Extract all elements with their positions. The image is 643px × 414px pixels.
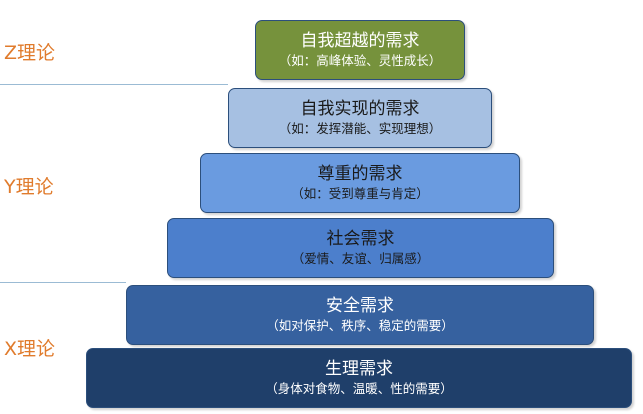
tier-esteem: 尊重的需求 （如：受到尊重与肯定）	[200, 153, 520, 213]
tier-title: 安全需求	[326, 296, 394, 316]
theory-label-y: Y理论	[4, 176, 54, 198]
divider-z-y	[0, 84, 228, 85]
tier-title: 社会需求	[326, 229, 395, 249]
tier-title: 生理需求	[325, 359, 393, 379]
tier-title: 自我实现的需求	[300, 99, 420, 119]
tier-subtitle: （如：发挥潜能、实现理想）	[278, 121, 442, 136]
tier-subtitle: （如对保护、秩序、稳定的需要）	[266, 318, 454, 333]
tier-subtitle: （如：高峰体验、灵性成长）	[278, 53, 442, 68]
tier-social: 社会需求 （爱情、友谊、归属感）	[167, 218, 554, 278]
tier-subtitle: （身体对食物、温暖、性的需要）	[265, 381, 453, 396]
tier-title: 自我超越的需求	[300, 31, 420, 51]
tier-self-transcendence: 自我超越的需求 （如：高峰体验、灵性成长）	[255, 20, 465, 80]
tier-physiological: 生理需求 （身体对食物、温暖、性的需要）	[86, 348, 632, 408]
tier-title: 尊重的需求	[317, 164, 403, 184]
theory-label-z: Z理论	[4, 42, 56, 64]
theory-label-x: X理论	[4, 338, 56, 360]
tier-subtitle: （爱情、友谊、归属感）	[291, 251, 430, 266]
tier-safety: 安全需求 （如对保护、秩序、稳定的需要）	[126, 285, 594, 345]
tier-subtitle: （如：受到尊重与肯定）	[291, 186, 429, 201]
divider-y-x	[0, 282, 126, 283]
tier-self-actualization: 自我实现的需求 （如：发挥潜能、实现理想）	[228, 88, 492, 148]
